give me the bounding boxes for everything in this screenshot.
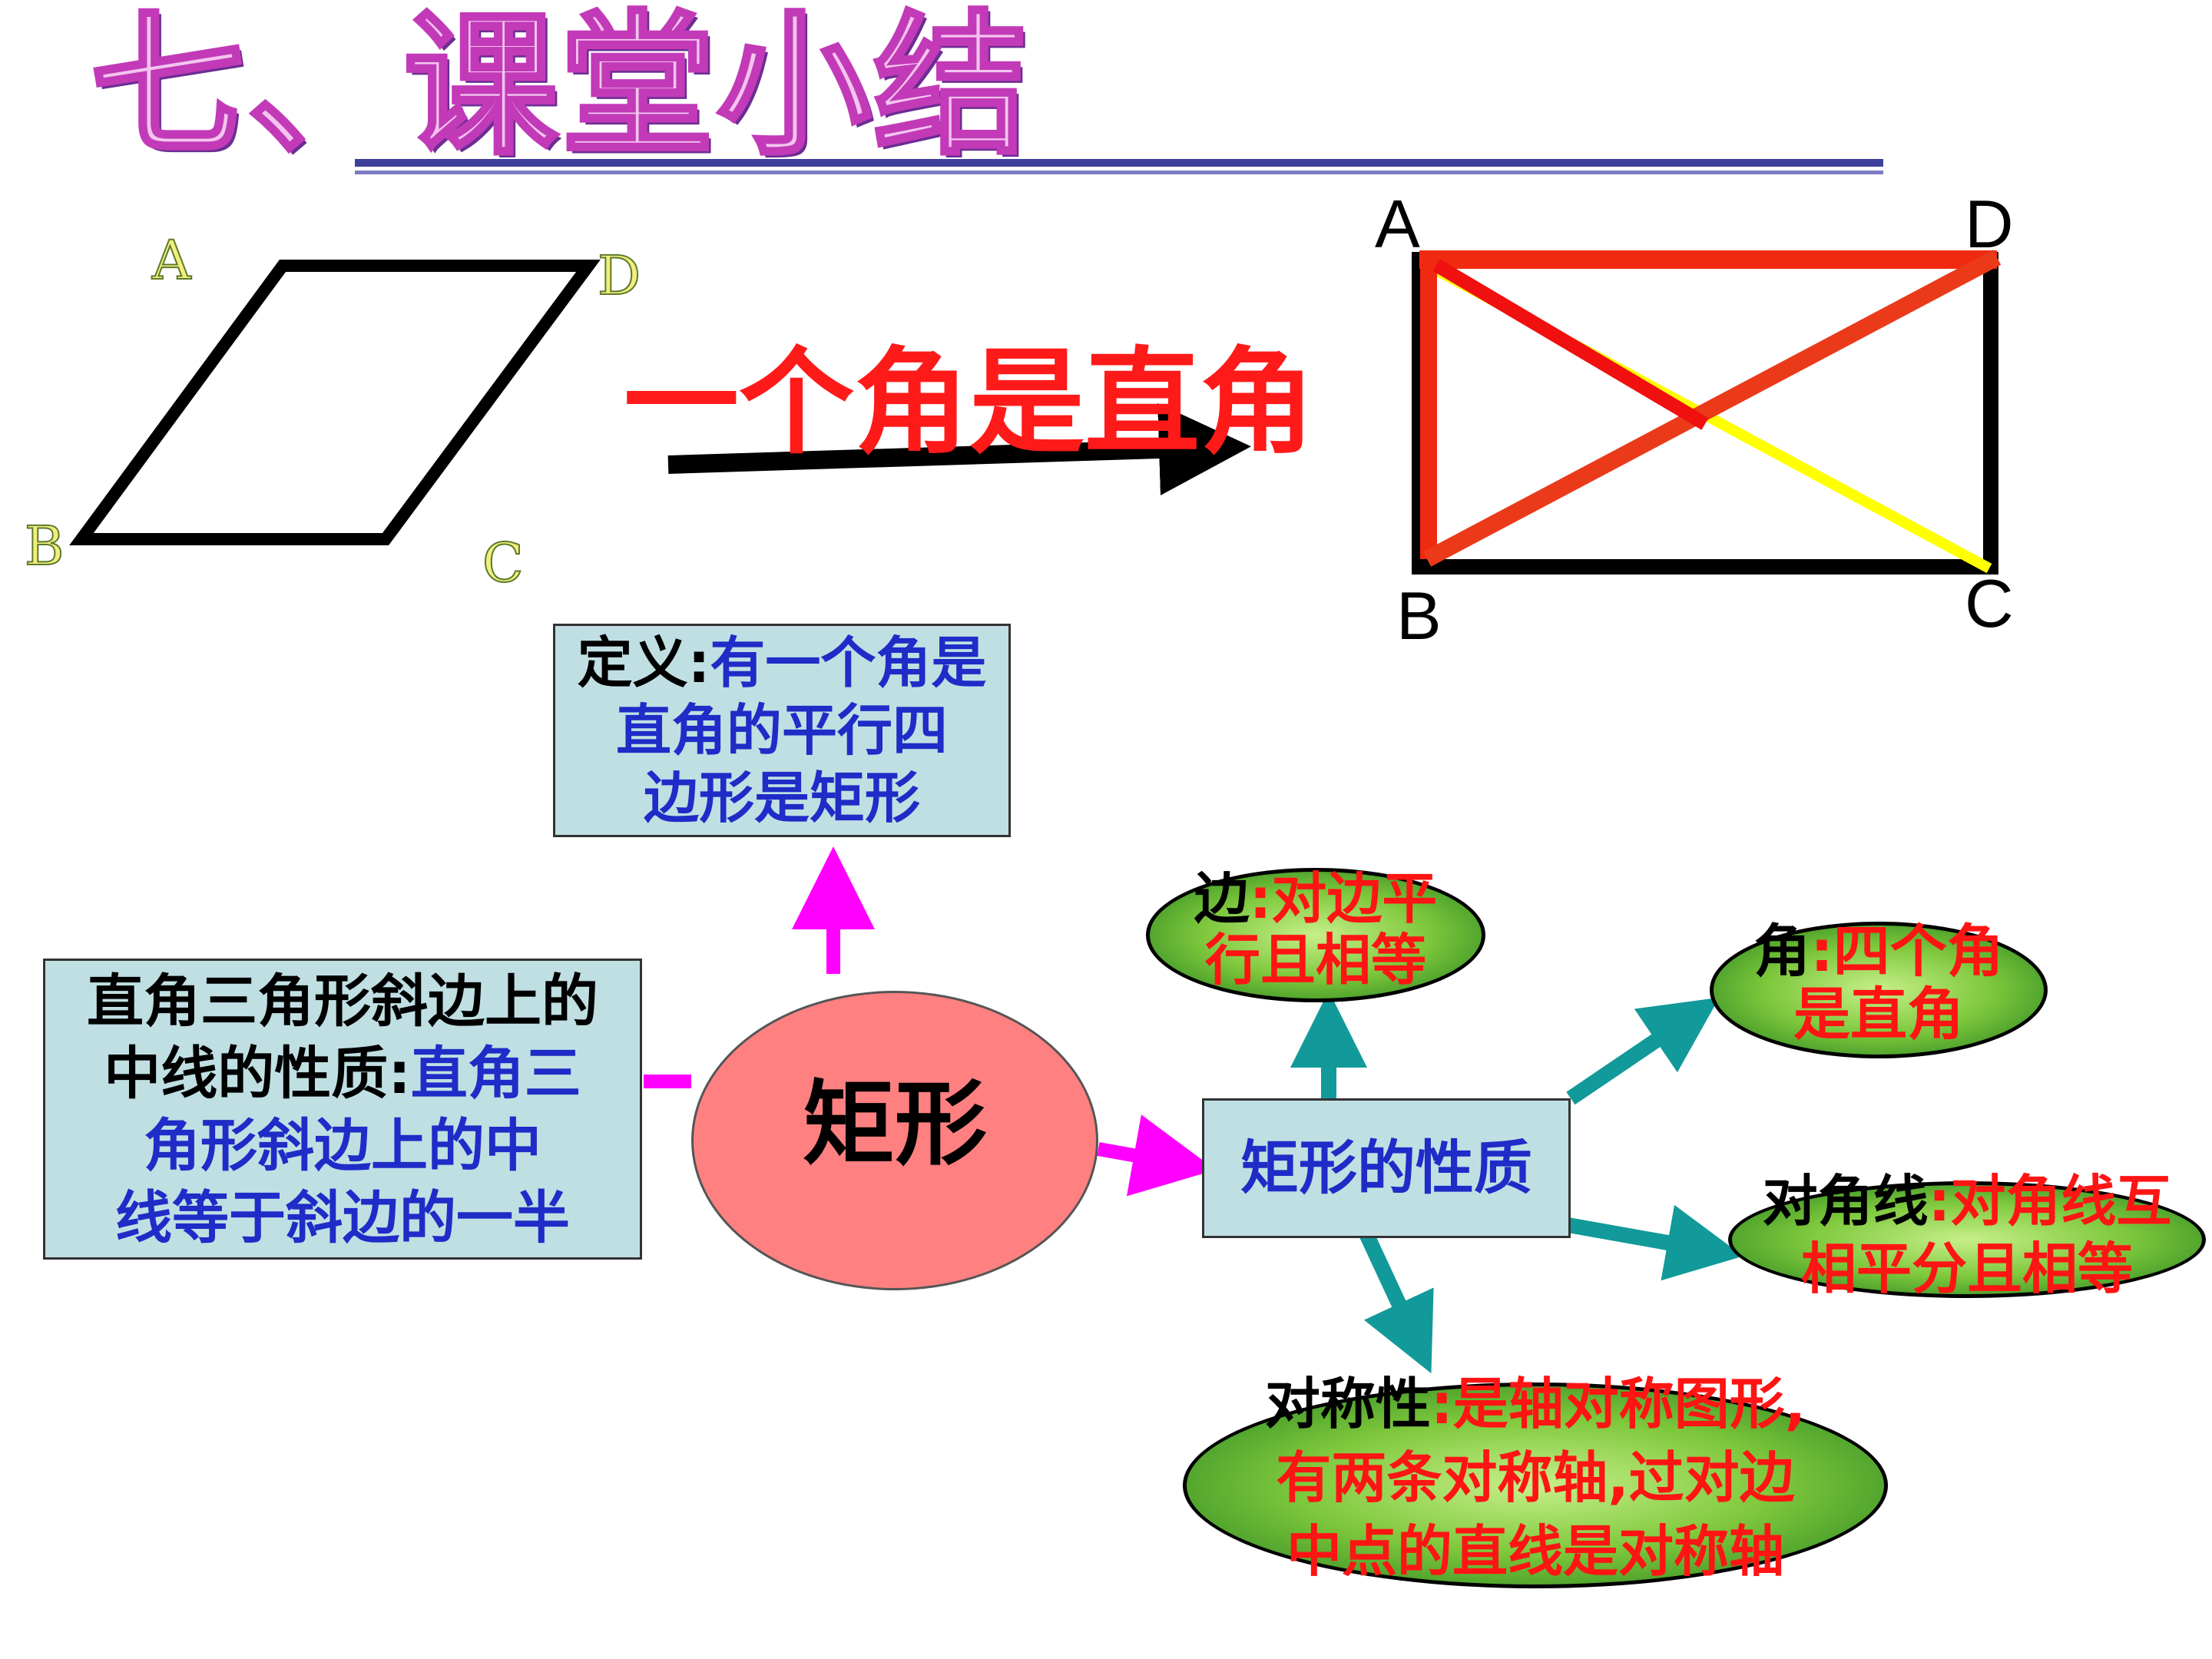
arrow-to-diagonals [1554, 1204, 1743, 1281]
parallelogram-label-c: C [482, 531, 525, 594]
angles-ellipse [1710, 922, 2048, 1058]
symmetry-text: 对称性:是轴对称图形, 有两条对称轴,过对边 中点的直线是对称轴 [1183, 1367, 1888, 1588]
median-line-1: 直角三角形斜边上的 [87, 969, 598, 1035]
sides-ellipse [1146, 868, 1485, 1002]
definition-line-2: 直角的平行四 [615, 698, 948, 763]
diagonals-value: :对角线互 [1928, 1169, 2172, 1233]
angles-text: 角:四个角 是直角 [1704, 920, 2054, 1046]
title-underline-shadow [355, 171, 1883, 174]
diagonals-key: 对角线 [1762, 1169, 1929, 1233]
center-node-label: 矩形 [803, 1071, 987, 1178]
rectangle-figure [1412, 250, 2002, 575]
rectangle-label-a: A [1375, 186, 1420, 262]
parallelogram-label-d: D [597, 244, 641, 307]
angles-value-2: 是直角 [1793, 982, 1964, 1048]
sides-key: 边 [1194, 866, 1250, 931]
properties-box: 矩形的性质 [1202, 1098, 1571, 1238]
diagonal-bd [1422, 250, 2002, 567]
sides-value-2: 行且相等 [1204, 928, 1426, 992]
arrow-to-symmetry [1356, 1224, 1434, 1374]
rectangle-center-node [691, 991, 1098, 1290]
median-property-box: 直角三角形斜边上的 中线的性质:直角三 角形斜边上的中 线等于斜边的一半 [43, 959, 642, 1260]
parallelogram-shape [69, 260, 601, 545]
definition-key: 定义: [577, 631, 710, 695]
symmetry-key: 对称性 [1264, 1372, 1431, 1436]
symmetry-value: :是轴对称图形, [1430, 1372, 1806, 1436]
condition-text: 一个角是直角 [624, 336, 1316, 470]
angles-key: 角 [1753, 919, 1811, 985]
transform-arrow [667, 403, 1251, 495]
parallelogram-label-b: B [24, 515, 65, 578]
arrow-to-properties [1097, 1114, 1216, 1197]
parallelogram-label-a: A [151, 229, 192, 292]
title-underline [355, 159, 1883, 167]
definition-line-3: 边形是矩形 [643, 766, 920, 830]
median-value-3: 线等于斜边的一半 [115, 1185, 570, 1251]
diagonals-text: 对角线:对角线互 相平分且相等 [1728, 1167, 2206, 1303]
page-title: 七、课堂小结 [88, 0, 1031, 178]
diagonals-ellipse [1728, 1181, 2206, 1298]
sides-value: :对边平 [1249, 866, 1438, 931]
symmetry-value-2: 有两条对称轴,过对边 [1276, 1445, 1795, 1510]
definition-box: 定义:有一个角是 直角的平行四 边形是矩形 [553, 624, 1011, 837]
diagonal-segment-red [1432, 259, 1709, 430]
rectangle-label-b: B [1396, 578, 1442, 654]
symmetry-value-3: 中点的直线是对称轴 [1286, 1519, 1784, 1584]
definition-line-1: 有一个角是 [710, 631, 987, 695]
median-value-1: 直角三 [410, 1041, 581, 1107]
median-value-2: 角形斜边上的中 [144, 1113, 541, 1179]
diagonals-value-2: 相平分且相等 [1800, 1237, 2133, 1301]
rectangle-label-d: D [1965, 186, 2014, 262]
angles-value: :四个角 [1810, 919, 2004, 985]
arrow-to-angles [1566, 997, 1720, 1105]
sides-text: 边:对边平 行且相等 [1137, 868, 1495, 991]
median-line-2: 中线的性质: [104, 1041, 411, 1107]
rectangle-label-c: C [1965, 565, 2014, 641]
symmetry-ellipse [1183, 1382, 1888, 1588]
